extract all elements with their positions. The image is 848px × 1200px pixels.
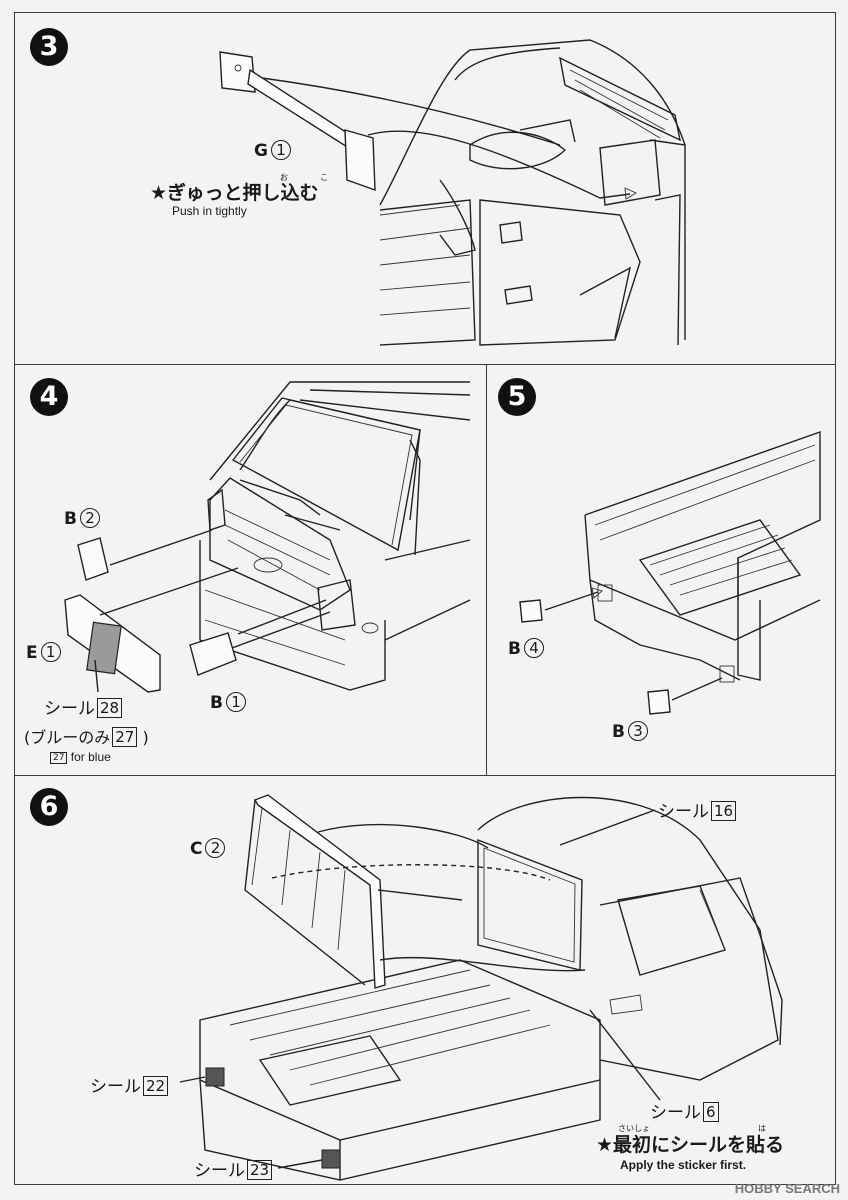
seal-text: シール [658,802,709,822]
step-3-cab-drawing [219,39,686,346]
seal-text: シール [650,1103,701,1123]
part-letter: B [612,722,625,742]
part-number: 2 [205,838,226,858]
instruction-push-jp: ★ぎゅっと押し込む [150,182,319,204]
part-letter: C [190,839,203,859]
seal-number: 22 [143,1076,169,1096]
ruby-text: は [758,1124,766,1133]
watermark-hobby-search: HOBBY SEARCH [734,1181,840,1196]
seal-number: 27 [112,727,138,747]
part-number: 1 [270,140,291,160]
seal-text: シール [44,699,95,719]
step-6-truck-drawing [179,794,783,1181]
step-5-number: 5 [498,378,536,416]
ruby-text: お [280,173,288,182]
seal-number: 28 [97,698,123,718]
seal-text: シール [194,1161,245,1181]
seal-number: 16 [711,801,737,821]
blue-note-en: 27 for blue [48,750,111,764]
part-letter: B [64,509,77,529]
blue-suffix: ) [142,728,149,747]
part-letter: G [254,141,268,161]
step-6-number: 6 [30,788,68,826]
step-3-number: 3 [30,28,68,66]
step-5-bed-drawing [519,431,821,715]
seal-text: シール [90,1077,141,1097]
part-letter: B [210,693,223,713]
step-4-number: 4 [30,378,68,416]
ruby-text: さいしょ [618,1124,650,1133]
part-letter: E [26,643,38,663]
ruby-text: こ [320,173,328,182]
part-number: 1 [225,692,246,712]
part-number: 4 [523,638,544,658]
step-4-front-drawing [64,381,471,693]
blue-prefix: (ブルーのみ [24,728,111,747]
part-number: 2 [79,508,100,528]
instruction-apply-first-jp: ★最初にシールを貼る [596,1134,785,1156]
part-number: 1 [40,642,61,662]
seal-number: 23 [247,1160,273,1180]
blue-en-text: for blue [70,750,111,764]
instruction-apply-first-en: Apply the sticker first. [620,1158,747,1172]
part-letter: B [508,639,521,659]
seal-number: 27 [50,752,68,764]
step-3-panel [14,12,836,365]
instruction-push-en: Push in tightly [172,204,247,218]
part-number: 3 [627,721,648,741]
seal-number: 6 [703,1102,719,1122]
